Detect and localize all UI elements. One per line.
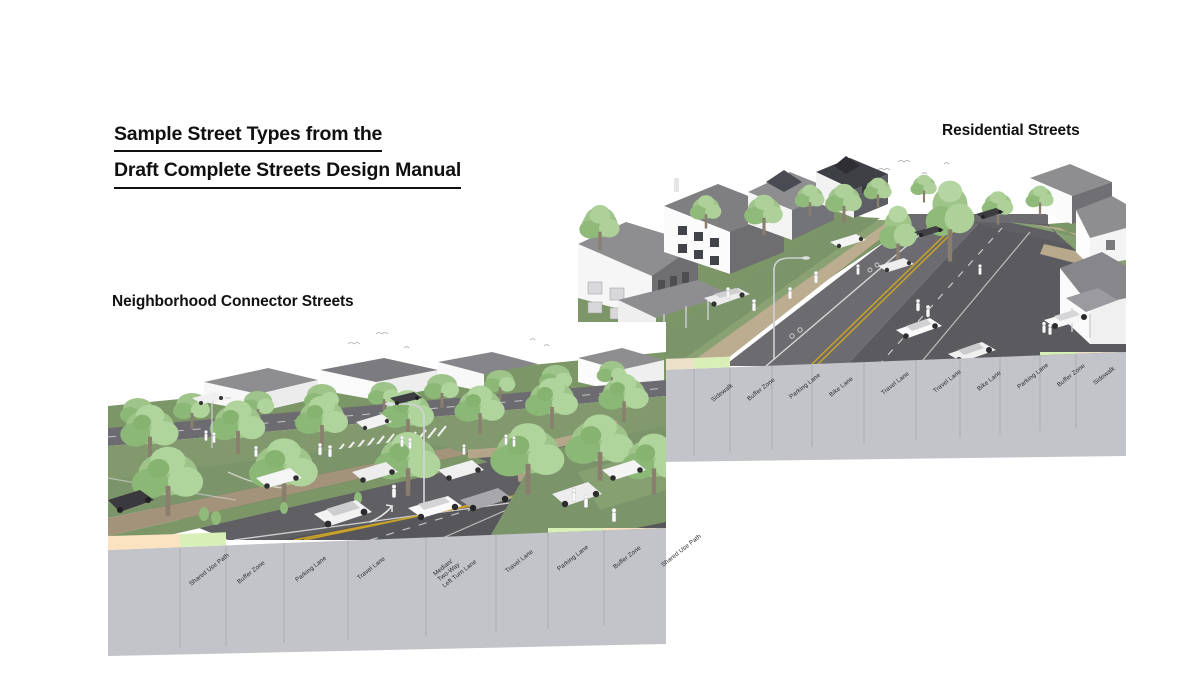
neighborhood-connector-street-rendering <box>108 322 666 540</box>
connector-band-graphics <box>108 528 666 656</box>
connector-scene-graphics <box>108 332 666 540</box>
page-title: Sample Street Types from the Draft Compl… <box>114 120 634 189</box>
cross-section-label: Shared Use Path <box>660 533 703 569</box>
residential-band-graphics <box>660 352 1126 462</box>
residential-scene-graphics <box>578 156 1126 366</box>
panel-title-residential: Residential Streets <box>942 122 1080 139</box>
panel-title-neighborhood-connector: Neighborhood Connector Streets <box>112 293 354 310</box>
page-title-line-2: Draft Complete Streets Design Manual <box>114 156 461 189</box>
residential-street-rendering <box>578 148 1126 366</box>
page-title-line-1: Sample Street Types from the <box>114 120 382 153</box>
